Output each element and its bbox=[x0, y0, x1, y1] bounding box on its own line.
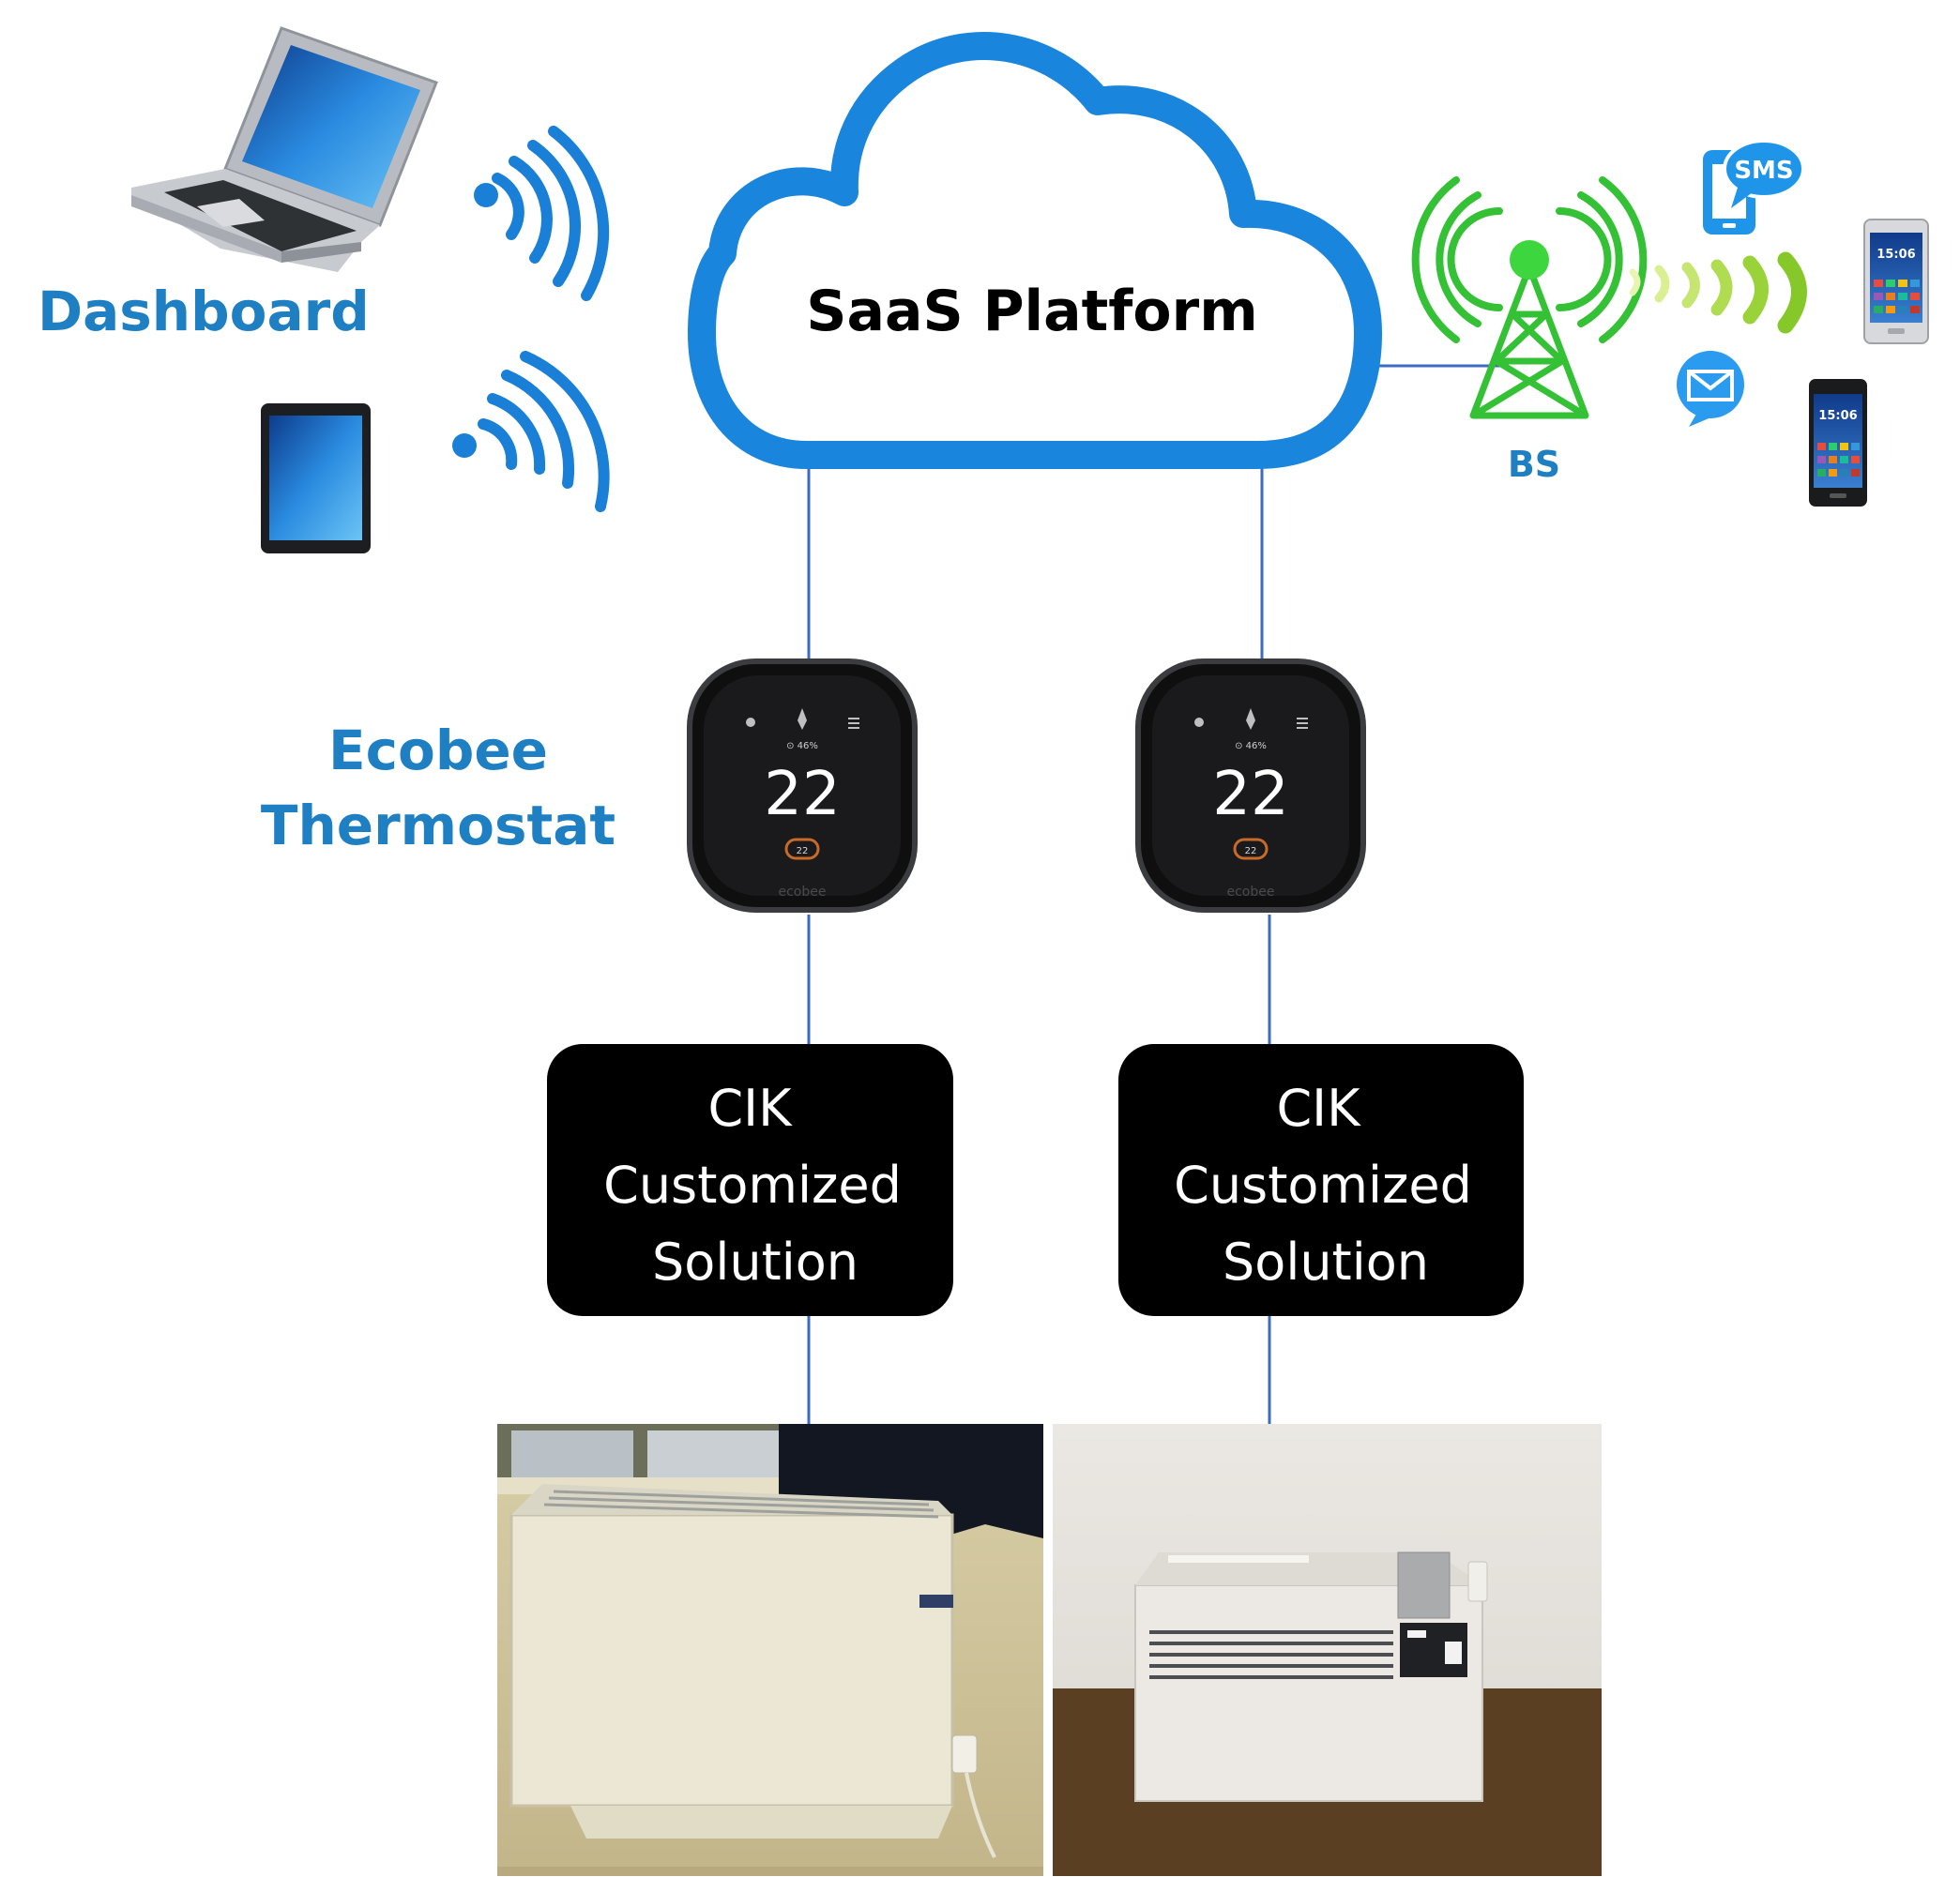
thermostat-2-menu-icon bbox=[1297, 718, 1308, 729]
sms-bubble-label: SMS bbox=[1734, 157, 1793, 185]
thermostat-2-home-icon bbox=[1194, 718, 1204, 727]
wifi-signal-icon-upper bbox=[474, 126, 610, 301]
thermostat-1: ⊙ 46% 22 22 ecobee bbox=[687, 658, 918, 913]
thermostat-1-setpoint-button[interactable] bbox=[784, 838, 820, 860]
unit-2-ptac-body bbox=[1134, 1584, 1483, 1802]
laptop-icon bbox=[131, 26, 438, 272]
solution-2-line3: Solution bbox=[1223, 1233, 1429, 1292]
solution-1-line3: Solution bbox=[652, 1233, 858, 1292]
thermostat-2-humidity: ⊙ 46% bbox=[1235, 741, 1267, 751]
smartphone-1-time: 15:06 bbox=[1876, 248, 1915, 262]
smartphone-2-app-grid bbox=[1817, 443, 1860, 477]
saas-cloud: SaaS Platform bbox=[688, 32, 1382, 469]
solution-2-line2: Customized bbox=[1174, 1156, 1472, 1215]
unit-photo-2 bbox=[1053, 1424, 1602, 1876]
tablet-icon bbox=[261, 403, 371, 553]
thermostat-1-setpoint-value: 22 bbox=[797, 846, 809, 856]
thermostat-1-temperature: 22 bbox=[764, 760, 840, 829]
solution-2-line1: CIK bbox=[1276, 1079, 1361, 1138]
thermostat-2-temperature: 22 bbox=[1212, 760, 1288, 829]
smartphone-2-time: 15:06 bbox=[1818, 409, 1857, 423]
thermostat-1-home-icon bbox=[746, 718, 755, 727]
thermostat-2-mode-icon bbox=[1246, 708, 1255, 730]
thermostat-2-brand: ecobee bbox=[1227, 885, 1275, 900]
cloud-label: SaaS Platform bbox=[806, 279, 1257, 344]
smartphone-icon-1: 15:06 bbox=[1863, 219, 1929, 344]
thermostat-2-setpoint-value: 22 bbox=[1245, 846, 1257, 856]
unit-photo-1 bbox=[497, 1424, 1043, 1876]
sms-phone-icon: SMS bbox=[1703, 139, 1805, 235]
thermostat-2: ⊙ 46% 22 22 ecobee bbox=[1135, 658, 1366, 913]
solution-1-line2: Customized bbox=[603, 1156, 902, 1215]
smartphone-1-app-grid bbox=[1874, 280, 1920, 313]
base-station-label: BS bbox=[1508, 444, 1560, 485]
connector-lines bbox=[807, 364, 1509, 1424]
thermostat-group-label-line2: Thermostat bbox=[261, 794, 615, 857]
base-station-tower-icon bbox=[1411, 176, 1648, 419]
thermostat-1-humidity: ⊙ 46% bbox=[786, 741, 818, 751]
mail-icon bbox=[1677, 351, 1744, 427]
thermostat-1-mode-icon bbox=[798, 708, 807, 730]
solution-box-1: CIK Customized Solution bbox=[547, 1044, 953, 1316]
wifi-signal-icon-lower bbox=[452, 351, 610, 512]
thermostat-group-label-line1: Ecobee bbox=[328, 719, 548, 782]
signal-waves-icon bbox=[1629, 251, 1807, 334]
solution-1-line1: CIK bbox=[707, 1079, 793, 1138]
cloud-shape bbox=[688, 32, 1382, 469]
solution-box-2: CIK Customized Solution bbox=[1118, 1044, 1524, 1316]
unit-1-wall-heater bbox=[509, 1513, 954, 1808]
dashboard-label: Dashboard bbox=[38, 280, 370, 343]
smartphone-icon-2: 15:06 bbox=[1809, 379, 1867, 507]
thermostat-1-brand: ecobee bbox=[779, 885, 827, 900]
thermostat-2-setpoint-button[interactable] bbox=[1233, 838, 1269, 860]
thermostat-1-menu-icon bbox=[848, 718, 859, 729]
